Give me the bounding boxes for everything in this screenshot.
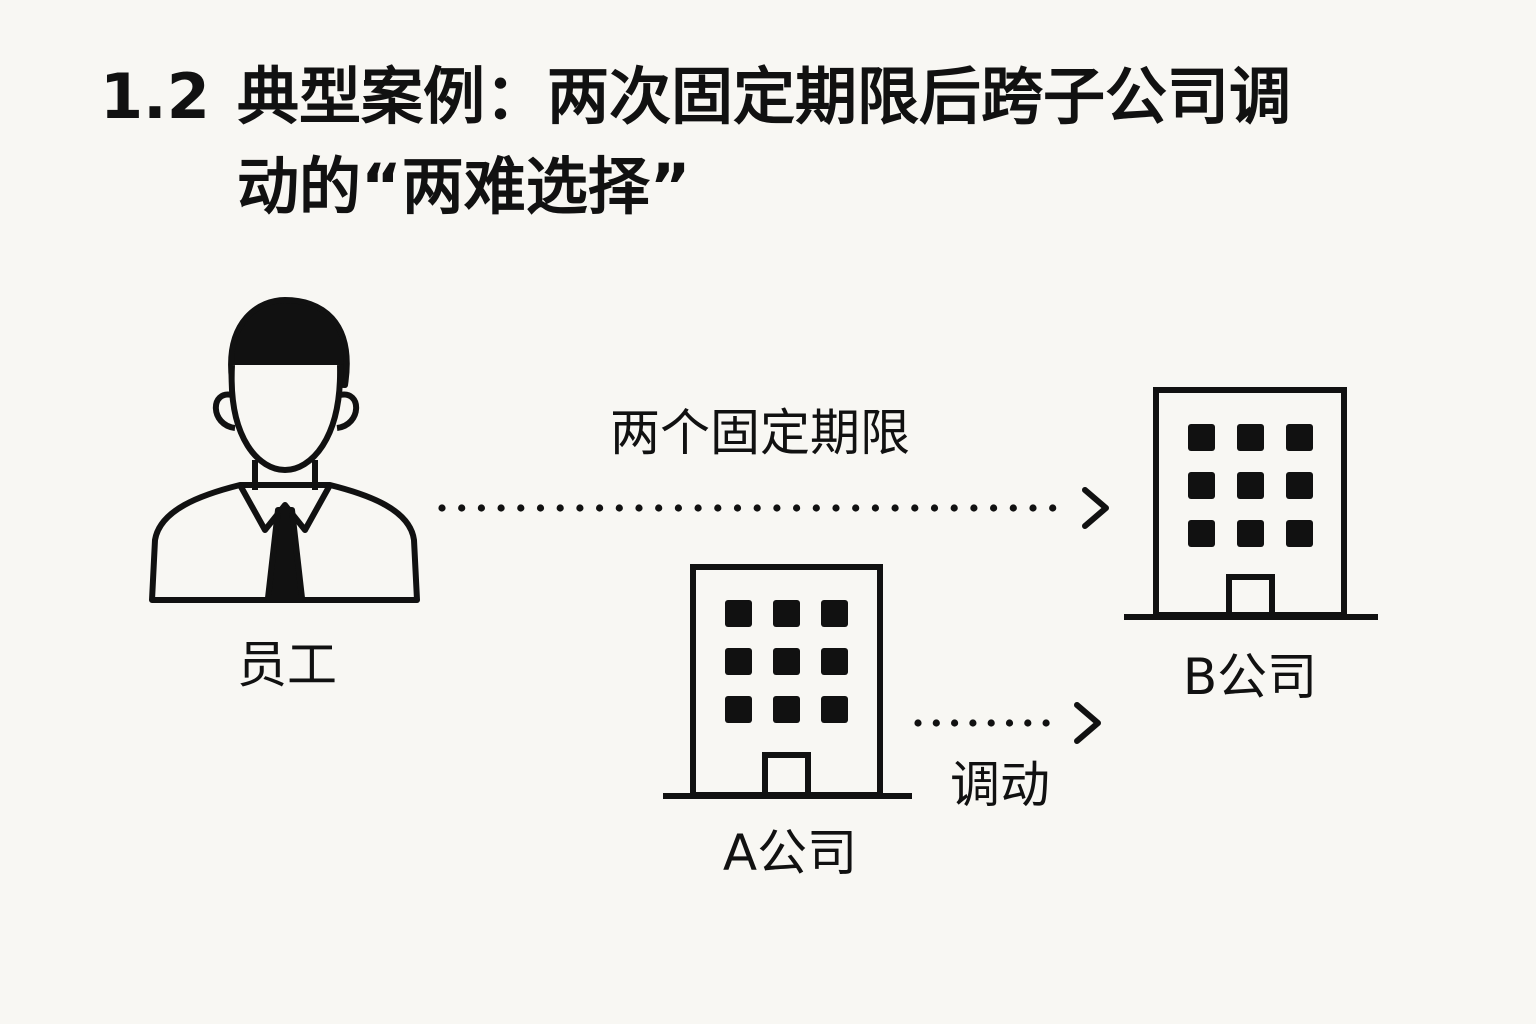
- dot: [930, 504, 939, 512]
- dot: [950, 504, 958, 512]
- dot: [635, 504, 643, 512]
- dot: [1049, 504, 1057, 512]
- dot: [458, 504, 466, 512]
- dot: [1024, 719, 1032, 727]
- company-a-label: A公司: [722, 824, 858, 882]
- window: [1188, 424, 1215, 451]
- dot: [536, 504, 545, 512]
- dot: [812, 504, 820, 512]
- dot: [674, 504, 683, 512]
- dot: [576, 504, 584, 512]
- window: [1237, 472, 1264, 499]
- arrow-head-icon: [1082, 487, 1109, 529]
- employee-icon: [149, 297, 420, 603]
- window: [821, 600, 848, 627]
- dot: [1042, 719, 1050, 727]
- title-line-2: 动的“两难选择”: [237, 150, 691, 223]
- dot: [753, 504, 761, 512]
- dotted-arrow-transfer: [914, 719, 1050, 727]
- window: [1237, 520, 1264, 547]
- window: [1188, 520, 1215, 547]
- dot: [911, 504, 919, 512]
- dot: [655, 504, 663, 512]
- dot: [891, 504, 899, 512]
- window: [1237, 424, 1264, 451]
- dot: [773, 504, 781, 512]
- dot: [970, 504, 978, 512]
- dot: [832, 504, 840, 512]
- dot: [1009, 504, 1017, 512]
- window: [821, 696, 848, 723]
- window: [1286, 520, 1313, 547]
- two-terms-label: 两个固定期限: [610, 404, 910, 462]
- section-number: 1.2: [100, 60, 210, 133]
- dot: [694, 504, 702, 512]
- dot: [987, 719, 995, 727]
- dot: [596, 504, 604, 512]
- window: [773, 696, 800, 723]
- window: [1286, 472, 1313, 499]
- dot: [1005, 719, 1014, 727]
- dot: [969, 719, 977, 727]
- window: [725, 600, 752, 627]
- dot: [932, 719, 940, 727]
- window: [1286, 424, 1313, 451]
- window: [773, 600, 800, 627]
- employee-label: 员工: [237, 636, 337, 694]
- title-line-1: 典型案例：两次固定期限后跨子公司调: [237, 60, 1292, 133]
- dot: [517, 504, 525, 512]
- dot: [852, 504, 860, 512]
- dot: [793, 504, 801, 512]
- dot: [914, 719, 922, 727]
- window: [1188, 472, 1215, 499]
- dot: [1029, 504, 1037, 512]
- dot: [951, 719, 959, 727]
- dotted-arrow-two-terms: [438, 504, 1057, 512]
- arrow-head-icon: [1074, 702, 1101, 744]
- dot: [477, 504, 485, 512]
- transfer-label: 调动: [950, 756, 1050, 814]
- company-b-building-icon: [1124, 387, 1378, 620]
- window: [725, 696, 752, 723]
- window: [773, 648, 800, 675]
- dot: [871, 504, 880, 512]
- dot: [714, 504, 722, 512]
- window: [821, 648, 848, 675]
- company-a-building-icon: [663, 564, 912, 799]
- company-b-label: B公司: [1182, 648, 1318, 706]
- dot: [733, 504, 742, 512]
- dot: [556, 504, 564, 512]
- window: [725, 648, 752, 675]
- dot: [438, 504, 446, 512]
- dot: [615, 504, 623, 512]
- dot: [497, 504, 505, 512]
- dot: [990, 504, 998, 512]
